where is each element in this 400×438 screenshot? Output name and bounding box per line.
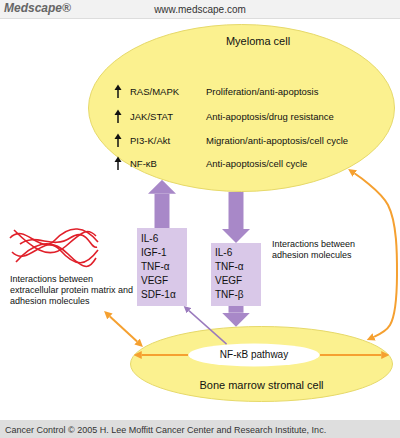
pathway-name: PI3-K/Akt xyxy=(130,135,170,147)
up-arrow xyxy=(115,85,122,91)
footer-band xyxy=(0,420,400,438)
matrix-strand xyxy=(16,244,96,267)
up-arrow xyxy=(115,134,122,140)
up-arrow xyxy=(115,110,122,116)
signal-arrow xyxy=(229,192,244,229)
up-arrow xyxy=(115,157,122,163)
interaction-arrow xyxy=(110,316,137,341)
annotation-text: Interactions between adhesion molecules xyxy=(272,239,356,261)
protein-matrix xyxy=(10,229,98,267)
effect-text: Proliferation/anti-apoptosis xyxy=(206,86,318,98)
up-arrow xyxy=(117,138,119,147)
cell-title: Myeloma cell xyxy=(198,35,318,47)
matrix-strand xyxy=(10,229,98,244)
myeloma-cell: Myeloma cellRAS/MAPK Proliferation/anti-a… xyxy=(88,24,395,192)
interaction-arrow xyxy=(320,354,381,356)
cytokine-name: TNF-β xyxy=(215,289,244,301)
stromal-cell: Bone marrow stromal cell NF-κB pathway xyxy=(130,326,393,402)
cytokine-name: TNF-α xyxy=(141,261,170,273)
logo-text: Medscape® xyxy=(4,2,71,15)
cytokine-name: IL-6 xyxy=(215,247,232,259)
matrix-strand xyxy=(12,245,98,263)
signal-arrow xyxy=(229,306,244,313)
cytokine-name: SDF-1α xyxy=(141,289,176,301)
signal-line xyxy=(189,311,227,344)
up-arrow xyxy=(117,89,119,98)
cytokine-box: IL-6TNF-αVEGF TNF-β xyxy=(211,243,261,306)
copyright-text: Cancer Control © 2005 H. Lee Moffitt Can… xyxy=(5,424,326,437)
up-arrows xyxy=(115,85,122,171)
pathway-name: NF-κB xyxy=(130,158,157,170)
effect-text: Anti-apoptosis/cell cycle xyxy=(206,158,307,170)
effect-text: Anti-apoptosis/drug resistance xyxy=(206,111,334,123)
up-arrow xyxy=(117,114,119,123)
up-arrow xyxy=(117,161,119,170)
cytokine-name: TNF-α xyxy=(215,261,244,273)
cell-shape xyxy=(189,344,320,367)
cytokine-name: IGF-1 xyxy=(141,247,167,259)
url-text: www.medscape.com xyxy=(140,3,260,16)
header-band xyxy=(0,0,400,19)
cell-shape xyxy=(89,25,395,192)
signal-arrow xyxy=(155,194,170,228)
cytokine-name: VEGF xyxy=(141,275,168,287)
annotation-text: Interactions between extracellular prote… xyxy=(10,274,134,307)
pathway-title: NF-κB pathway xyxy=(188,349,320,361)
cytokine-name: VEGF xyxy=(215,275,242,287)
matrix-strand xyxy=(14,230,96,253)
cell-title: Bone marrow stromal cell xyxy=(130,379,393,391)
interaction-arrow xyxy=(142,354,188,356)
effect-text: Migration/anti-apoptosis/cell cycle xyxy=(206,135,348,147)
pathway-ellipse: NF-κB pathway xyxy=(188,343,320,367)
interaction-arrow xyxy=(355,173,397,336)
cytokine-name: IL-6 xyxy=(141,233,158,245)
cytokine-box: IL-6IGF-1TNF-αVEGF SDF-1α xyxy=(137,228,187,306)
cell-shape xyxy=(131,327,393,402)
matrix-strand xyxy=(20,235,97,248)
pathway-name: JAK/STAT xyxy=(130,111,173,123)
pathway-name: RAS/MAPK xyxy=(130,86,179,98)
